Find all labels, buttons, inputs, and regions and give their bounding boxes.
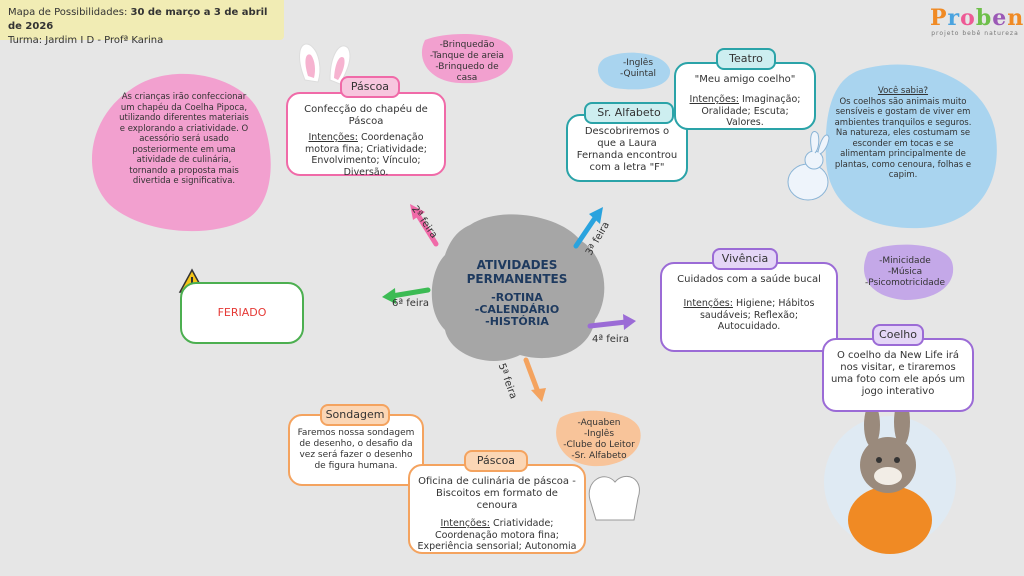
proben-logo: Proben projeto bebê natureza [930,5,1024,37]
places-blob [597,52,671,90]
did-you-know-blob [825,64,997,229]
friday-holiday: FERIADO [180,282,304,344]
arrow-friday [382,287,431,304]
tuesday-alfabeto-card: Descobriremos o que a Laura Fernanda enc… [566,114,688,182]
tuesday-intentions: Intenções: Imaginação; Oralidade; Escuta… [689,94,801,128]
did-you-know-text: Os coelhos são animais muito sensíveis e… [834,96,972,181]
wednesday-vivencia-card: Cuidados com a saúde bucal Intenções: Hi… [660,262,838,352]
pascoa-workshop: Oficina de culinária de páscoa - Biscoit… [418,476,576,511]
arrow-monday [410,204,439,247]
header-dates: 30 de março a 3 de abril de 2026 [8,7,268,32]
thursday-sondagem-card: Faremos nossa sondagem de desenho, o des… [288,414,424,486]
monday-intentions: Intenções: Coordenação motora fina; Cria… [305,132,427,178]
arrow-tuesday [573,207,603,249]
extras-blob [863,244,954,300]
arrow-wednesday [587,314,636,330]
day-label-friday: 6ª feira [392,298,429,309]
rabbit-mascot-image [824,398,956,554]
center-title-2: PERMANENTES [466,272,568,286]
tag-pascoa-monday: Páscoa [340,76,400,98]
tag-pascoa-thursday: Páscoa [464,450,528,472]
wednesday-coelho-card: O coelho da New Life irá nos visitar, e … [822,338,974,412]
monday-note: As crianças irão confeccionar um chapéu … [119,92,249,186]
wednesday-intentions: Intenções: Higiene; Hábitos saudáveis; R… [683,298,815,332]
arrow-thursday [523,357,546,402]
note-blob [91,73,271,232]
tag-teatro: Teatro [716,48,776,70]
tag-sondagem: Sondagem [320,404,390,426]
teatro-title: "Meu amigo coelho" [694,74,796,85]
tuesday-places: -Inglês -Quintal [619,58,657,79]
monday-materials: -Brinquedão -Tanque de areia -Brinquedo … [429,40,505,83]
logo-subtitle: projeto bebê natureza [931,30,1019,37]
header-label: Mapa de Possibilidades: [8,7,131,18]
day-label-wednesday: 4ª feira [592,334,629,345]
center-item: -HISTÓRIA [485,315,549,328]
page-header: Mapa de Possibilidades: 30 de março a 3 … [0,0,284,46]
monday-card: Confecção do chapéu de Páscoa Intenções:… [286,92,446,178]
center-title-1: ATIVIDADES [476,258,558,272]
thursday-pascoa-card: Oficina de culinária de páscoa - Biscoit… [408,464,586,554]
tuesday-teatro-card: "Meu amigo coelho" Intenções: Imaginação… [674,62,816,130]
rabbit-icon [787,130,830,201]
header-class: Turma: Jardim I D - Profª Karina [8,35,164,46]
did-you-know-title: Você sabia? [877,86,929,96]
vivencia-title: Cuidados com a saúde bucal [677,274,821,285]
center-item: -ROTINA [491,291,543,304]
thursday-extras-blob [556,410,641,467]
thursday-extras: -Aquaben -Inglês -Clube do Leitor -Sr. A… [563,418,635,461]
center-item: -CALENDÁRIO [474,303,560,316]
center-topic: ATIVIDADES PERMANENTES -ROTINA -CALENDÁR… [432,218,602,360]
materials-blob [421,34,513,84]
wednesday-extras: -Minicidade -Música -Psicomotricidade [864,256,946,288]
thursday-intentions: Intenções: Criatividade; Coordenação mot… [417,518,577,552]
tag-vivencia: Vivência [712,248,778,270]
tag-coelho: Coelho [872,324,924,346]
center-cloud [431,214,605,361]
chef-hat-icon [588,476,640,521]
monday-activity: Confecção do chapéu de Páscoa [304,104,428,127]
tag-sr-alfabeto: Sr. Alfabeto [584,102,674,124]
did-you-know: Você sabia? Os coelhos são animais muito… [832,86,974,181]
